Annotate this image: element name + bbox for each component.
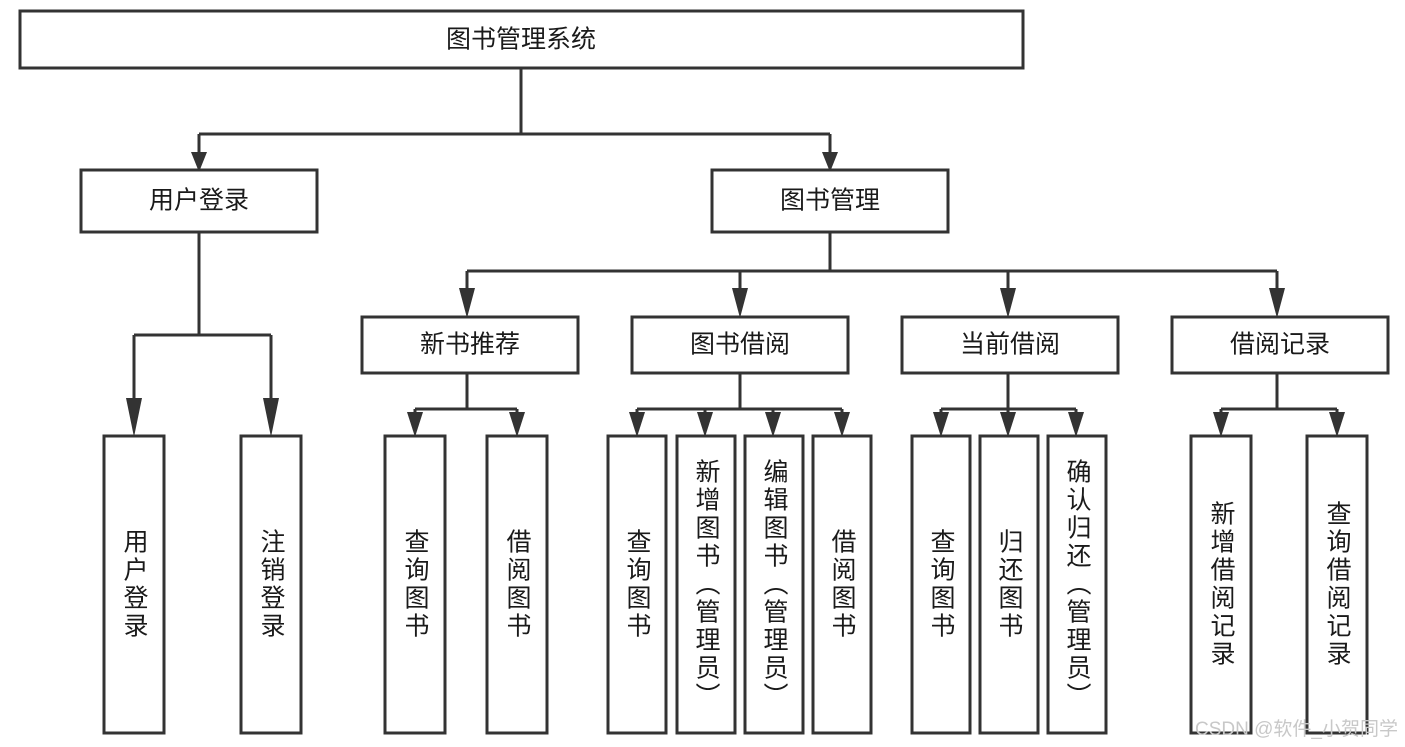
leaf-node-label: 查询图书 xyxy=(927,529,956,641)
leaf-node[interactable]: 确认归还（管理员） xyxy=(1046,434,1108,735)
arrow-head-icon xyxy=(263,398,279,437)
node-bookmgmt-box[interactable] xyxy=(710,168,950,234)
arrow-head-icon xyxy=(191,152,207,172)
leaf-node[interactable]: 归还图书 xyxy=(978,434,1040,735)
leaf-node-box[interactable] xyxy=(1189,434,1253,735)
leaf-node-box[interactable] xyxy=(485,434,549,735)
arrow-head-icon xyxy=(1000,412,1016,437)
arrow-head-icon xyxy=(822,152,838,172)
leaf-node-box[interactable] xyxy=(743,434,805,735)
node-newbook-label: 新书推荐 xyxy=(420,331,520,359)
arrow-head-icon xyxy=(1000,288,1016,318)
leaf-node[interactable]: 新增借阅记录 xyxy=(1189,434,1253,735)
node-current[interactable]: 当前借阅 xyxy=(900,315,1120,375)
leaf-node-label: 新增图书（管理员） xyxy=(692,459,721,711)
leaf-node-box[interactable] xyxy=(606,434,668,735)
leaf-node-label: 编辑图书（管理员） xyxy=(760,459,789,711)
leaf-node[interactable]: 借阅图书 xyxy=(485,434,549,735)
leaf-node-label: 借阅图书 xyxy=(828,529,857,641)
arrow-head-icon xyxy=(732,288,748,318)
leaf-node[interactable]: 用户登录 xyxy=(102,434,166,735)
leaf-node-label: 确认归还（管理员） xyxy=(1063,459,1092,711)
node-record-box[interactable] xyxy=(1170,315,1390,375)
arrow-head-icon xyxy=(765,412,781,437)
node-login-label: 用户登录 xyxy=(149,187,249,215)
leaf-node[interactable]: 借阅图书 xyxy=(811,434,873,735)
arrow-head-icon xyxy=(1329,412,1345,437)
arrow-head-icon xyxy=(629,412,645,437)
arrow-head-icon xyxy=(1269,288,1285,318)
leaf-node-box[interactable] xyxy=(675,434,737,735)
leaf-node-box[interactable] xyxy=(1046,434,1108,735)
leaf-node-box[interactable] xyxy=(1305,434,1369,735)
node-root-box[interactable] xyxy=(18,9,1025,70)
leaf-node[interactable]: 新增图书（管理员） xyxy=(675,434,737,735)
node-bookmgmt[interactable]: 图书管理 xyxy=(710,168,950,234)
leaf-node[interactable]: 查询图书 xyxy=(910,434,972,735)
leaf-node-label: 注销登录 xyxy=(257,529,286,641)
leaf-node-box[interactable] xyxy=(102,434,166,735)
arrow-head-icon xyxy=(697,412,713,437)
node-record[interactable]: 借阅记录 xyxy=(1170,315,1390,375)
leaf-node[interactable]: 查询图书 xyxy=(606,434,668,735)
node-bookmgmt-label: 图书管理 xyxy=(780,187,880,215)
leaf-node-box[interactable] xyxy=(811,434,873,735)
node-record-label: 借阅记录 xyxy=(1230,331,1330,359)
leaf-node[interactable]: 查询图书 xyxy=(383,434,447,735)
leaf-node[interactable]: 注销登录 xyxy=(239,434,303,735)
leaf-node-box[interactable] xyxy=(978,434,1040,735)
arrow-head-icon xyxy=(509,412,525,437)
node-borrow[interactable]: 图书借阅 xyxy=(630,315,850,375)
leaf-node-label: 查询图书 xyxy=(401,529,430,641)
node-current-label: 当前借阅 xyxy=(960,331,1060,359)
arrow-head-icon xyxy=(459,288,475,318)
node-borrow-box[interactable] xyxy=(630,315,850,375)
arrow-head-icon xyxy=(126,398,142,437)
node-login-box[interactable] xyxy=(79,168,319,234)
arrow-head-icon xyxy=(933,412,949,437)
arrow-head-icon xyxy=(1068,412,1084,437)
leaf-node-label: 用户登录 xyxy=(120,529,149,641)
leaf-node[interactable]: 查询借阅记录 xyxy=(1305,434,1369,735)
node-newbook-box[interactable] xyxy=(360,315,580,375)
watermark-text: CSDN @软件_小贺同学 xyxy=(1195,718,1398,740)
leaf-node-label: 借阅图书 xyxy=(503,529,532,641)
leaf-node-label: 查询借阅记录 xyxy=(1323,501,1352,669)
node-borrow-label: 图书借阅 xyxy=(690,331,790,359)
leaf-node[interactable]: 编辑图书（管理员） xyxy=(743,434,805,735)
node-root[interactable]: 图书管理系统 xyxy=(18,9,1025,70)
arrow-head-icon xyxy=(834,412,850,437)
leaf-node-label: 归还图书 xyxy=(995,529,1024,641)
node-login[interactable]: 用户登录 xyxy=(79,168,319,234)
leaf-node-box[interactable] xyxy=(910,434,972,735)
arrow-head-icon xyxy=(1213,412,1229,437)
leaf-node-box[interactable] xyxy=(383,434,447,735)
leaf-node-label: 新增借阅记录 xyxy=(1207,501,1236,669)
node-current-box[interactable] xyxy=(900,315,1120,375)
leaf-node-label: 查询图书 xyxy=(623,529,652,641)
edge-group xyxy=(126,68,1345,437)
node-newbook[interactable]: 新书推荐 xyxy=(360,315,580,375)
node-root-label: 图书管理系统 xyxy=(446,26,596,54)
leaf-node-box[interactable] xyxy=(239,434,303,735)
arrow-head-icon xyxy=(407,412,423,437)
